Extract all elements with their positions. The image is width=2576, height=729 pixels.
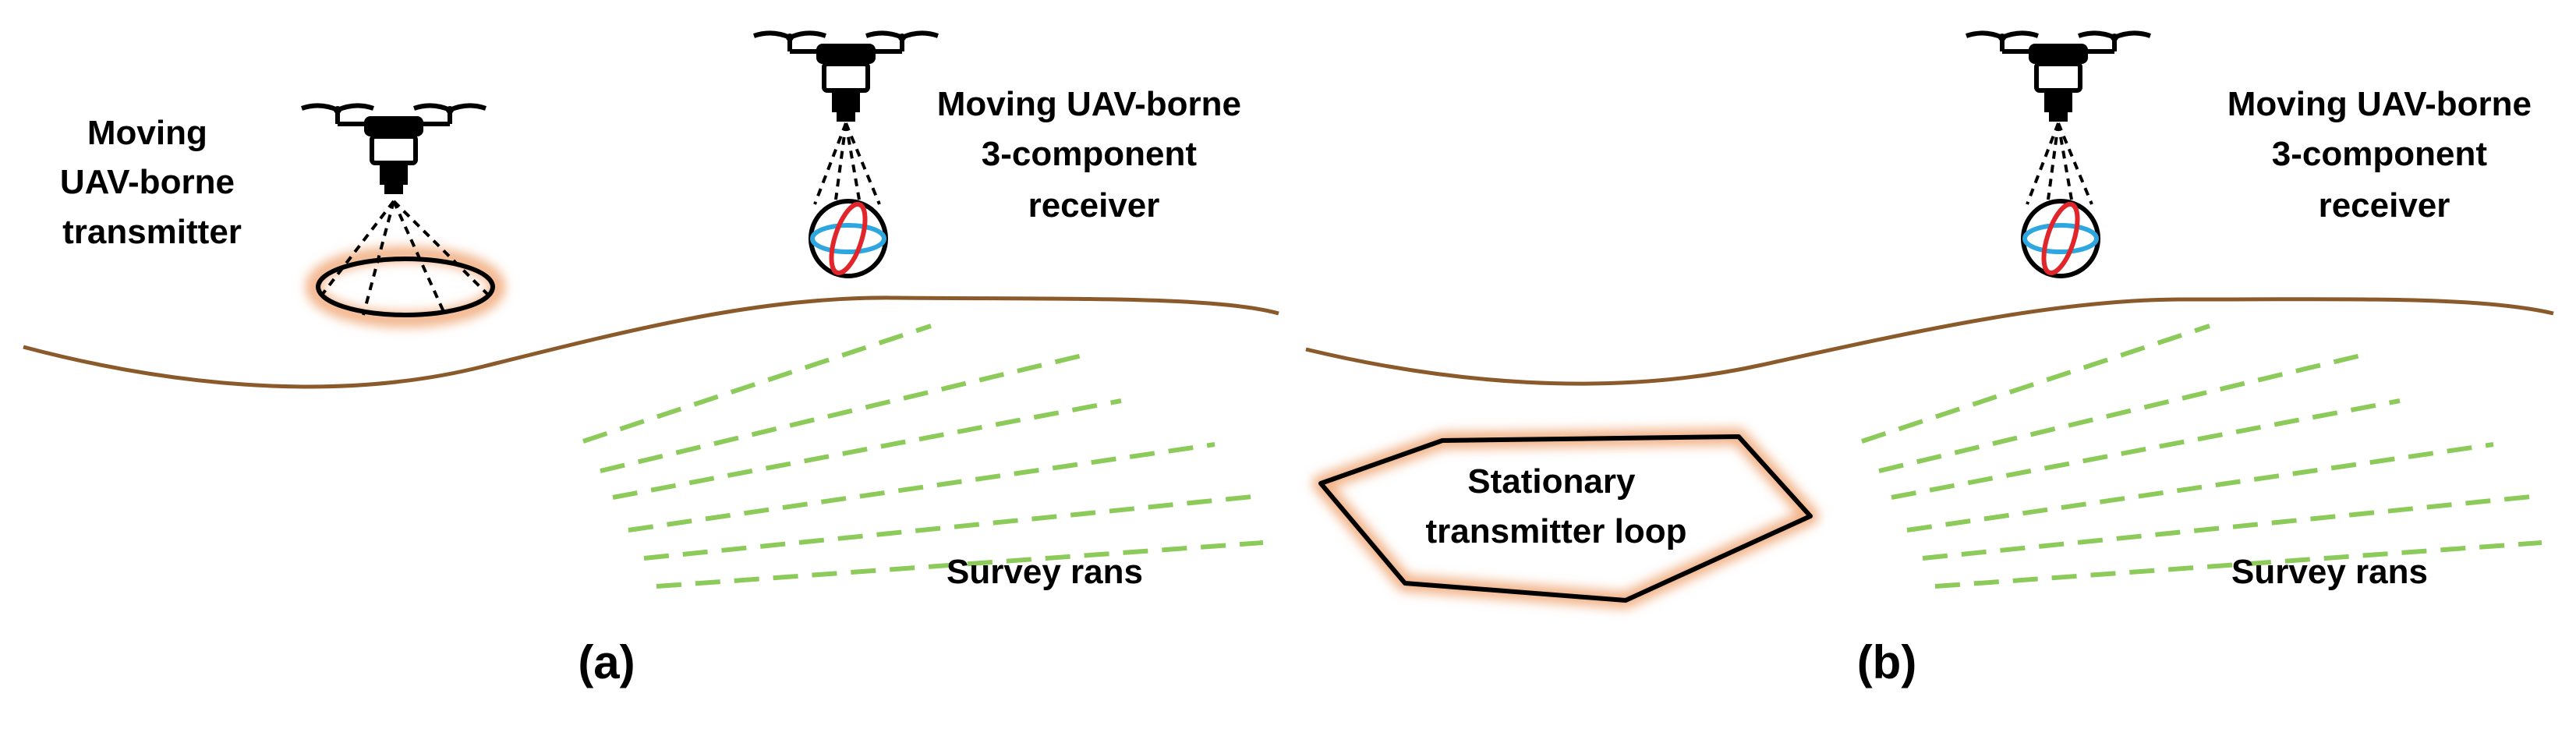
drone-icon [1966, 33, 2150, 122]
ground-line [1305, 297, 2554, 386]
drone-icon [754, 33, 938, 122]
panel-b: Stationary transmitter loop Moving UAV-b… [1305, 33, 2554, 688]
receiver-label: Moving UAV-borne 3-component receiver [2227, 85, 2542, 225]
survey-label: Survey rans [2231, 553, 2428, 591]
caption-b: (b) [1857, 636, 1917, 688]
receiver-label: Moving UAV-borne 3-component receiver [937, 85, 1251, 225]
transmitter-loop-icon [306, 200, 505, 327]
receiver-sphere-icon [811, 122, 886, 277]
ground-line [23, 295, 1279, 389]
caption-a: (a) [578, 636, 635, 688]
drone-icon [302, 105, 486, 194]
transmitter-label: Stationary transmitter loop [1426, 462, 1687, 550]
receiver-sphere-icon [2023, 122, 2098, 277]
survey-lines [1861, 324, 2542, 589]
survey-label: Survey rans [947, 553, 1143, 591]
transmitter-label: Moving UAV-borne transmitter [60, 114, 244, 251]
panel-a: Moving UAV-borne transmitter Moving UAV-… [23, 33, 1279, 688]
survey-lines [582, 324, 1264, 589]
stationary-loop-icon [1312, 428, 1819, 609]
